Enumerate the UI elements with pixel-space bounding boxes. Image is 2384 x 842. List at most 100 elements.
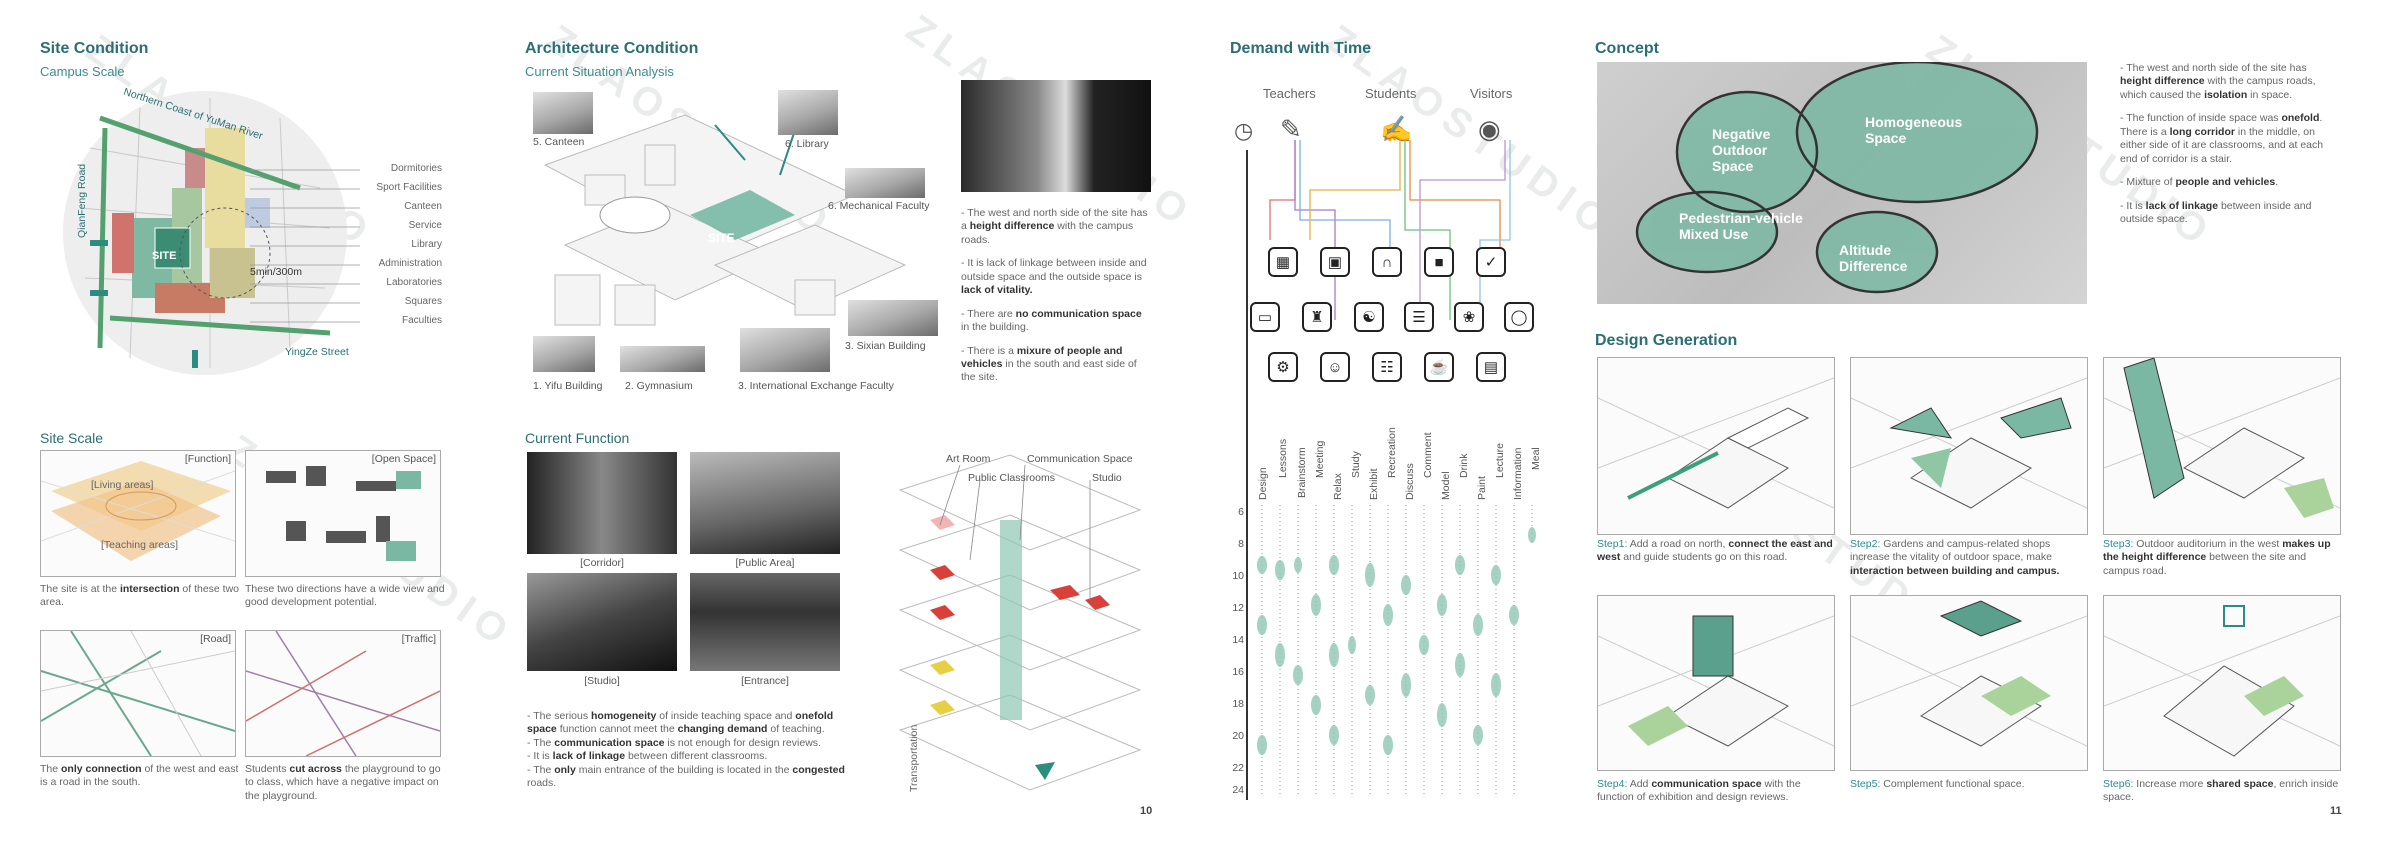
discuss-icon: ☯ <box>1354 302 1384 332</box>
traffic-diagram <box>245 630 441 757</box>
current-function-notes: - The serious homogeneity of inside teac… <box>527 710 857 791</box>
group-students: Students <box>1365 86 1417 101</box>
road-caption: The only connection of the west and east… <box>40 763 240 790</box>
design-icon: ▦ <box>1268 247 1298 277</box>
concept-note-3: - Mixture of people and vehicles. <box>2120 176 2279 189</box>
map-label-road-bottom: YingZe Street <box>285 346 349 358</box>
activity-lecture: Lecture <box>1494 442 1506 478</box>
traffic-caption-post: the playground to go to class, which hav… <box>245 763 441 802</box>
legend-squares: Squares <box>404 296 442 307</box>
step4-caption: Step4: Add communication space with the … <box>1597 778 1801 804</box>
hour-22: 22 <box>1232 762 1244 774</box>
road-caption-bold: only connection <box>61 763 142 775</box>
legend-canteen: Canteen <box>404 201 442 212</box>
model-icon: ▤ <box>1476 352 1506 382</box>
students-icon: ✍ <box>1380 114 1413 144</box>
corridor-photo <box>527 452 677 554</box>
entrance-photo <box>690 573 840 671</box>
concept-note-4: - It is lack of linkage between inside a… <box>2120 199 2312 225</box>
canteen-label: 5. Canteen <box>533 136 585 148</box>
site-scale-road-panel: [Road] <box>40 630 236 757</box>
axo-site-tag: SITE <box>708 231 735 245</box>
legend-service: Service <box>408 220 442 231</box>
step6-panel <box>2103 595 2341 771</box>
diagram-label-art-room: Art Room <box>946 453 991 465</box>
page-number-left: 10 <box>1140 805 1153 817</box>
clock-icon: ◷ <box>1234 118 1254 143</box>
activity-meeting: Meeting <box>1314 440 1326 478</box>
hour-6: 6 <box>1238 506 1244 518</box>
site-scale-title: Site Scale <box>40 430 104 446</box>
map-label-road-left: QianFeng Road <box>76 163 88 238</box>
headphones-icon: ∩ <box>1372 247 1402 277</box>
mechanical-thumb <box>845 168 925 198</box>
activity-brainstorm: Brainstorm <box>1296 447 1308 498</box>
info-icon: ✓ <box>1476 247 1506 277</box>
canteen-thumb <box>533 92 593 134</box>
road-diagram <box>40 630 236 757</box>
function-diagram <box>40 461 236 561</box>
concept-note-1: - The west and north side of the site ha… <box>2120 62 2316 101</box>
activity-model: Model <box>1440 471 1452 500</box>
architecture-condition-title: Architecture Condition <box>525 40 699 57</box>
public-area-caption: [Public Area] <box>735 557 795 569</box>
step1-svg <box>1597 377 1835 509</box>
activity-exhibit: Exhibit <box>1368 468 1380 500</box>
activity-lessons: Lessons <box>1277 438 1289 478</box>
bubble-negative-outdoor: Negative Outdoor Space <box>1712 126 1771 174</box>
hour-20: 20 <box>1232 730 1244 742</box>
step1-panel <box>1597 357 1835 535</box>
bubble-pedestrian-vehicle: Pedestrian-vehicle Mixed Use <box>1679 210 1803 242</box>
sixian-label: 3. Sixian Building <box>845 340 926 352</box>
function-note-3: - It is lack of linkage between differen… <box>527 750 768 763</box>
gymnasium-thumb <box>620 346 705 372</box>
sixian-thumb <box>848 300 938 336</box>
step3-svg <box>2103 357 2341 518</box>
activity-bars <box>1257 505 1536 795</box>
step3-label: Step3: <box>2103 538 2134 550</box>
campus-road-photo <box>961 80 1151 192</box>
arch-note-2: - It is lack of linkage between inside a… <box>961 257 1147 297</box>
site-scale-open-space-panel: [Open Space] <box>245 450 441 577</box>
hour-8: 8 <box>1238 538 1244 550</box>
activity-recreation: Recreation <box>1386 427 1398 478</box>
step3-caption: Step3: Outdoor auditorium in the west ma… <box>2103 538 2331 577</box>
site-scale-traffic-panel: [Traffic] <box>245 630 441 757</box>
arch-note-3: - There are no communication space in th… <box>961 307 1142 334</box>
traffic-panel-label: [Traffic] <box>401 633 436 645</box>
road-caption-post: of the west and east is a road in the so… <box>40 763 239 789</box>
legend-administration: Administration <box>378 258 442 269</box>
function-note-4: - The only main entrance of the building… <box>527 763 845 790</box>
road-panel-label: [Road] <box>200 633 231 645</box>
axonometric-campus: SITE <box>525 85 945 385</box>
function-note-1: - The serious homogeneity of inside teac… <box>527 710 834 736</box>
function-caption: The site is at the intersection of these… <box>40 583 240 610</box>
mechanical-label: 6. Mechanical Faculty <box>828 200 930 212</box>
diagram-label-public-classrooms: Public Classrooms <box>968 472 1055 484</box>
screen-icon: ▭ <box>1250 302 1280 332</box>
campus-map: Northern Coast of YuMan River QianFeng R… <box>60 86 350 378</box>
drink-icon: ☕ <box>1424 352 1454 382</box>
step2-svg <box>1850 377 2088 509</box>
step5-label: Step5: <box>1850 778 1881 790</box>
traffic-caption-bold: cut across <box>289 763 342 775</box>
stack-icon: ☰ <box>1404 302 1434 332</box>
study-icon: ☺ <box>1320 352 1350 382</box>
activity-information: Information <box>1512 447 1524 500</box>
traffic-caption-pre: Students <box>245 763 290 775</box>
diagram-label-transportation: Transportation <box>908 724 920 792</box>
group-teachers: Teachers <box>1263 86 1316 101</box>
architecture-notes: - The west and north side of the site ha… <box>961 207 1151 385</box>
lecture-icon: ♜ <box>1302 302 1332 332</box>
legend-leader-lines <box>250 169 360 323</box>
activity-comment: Comment <box>1422 432 1434 478</box>
legend-dormitories: Dormitories <box>390 163 442 174</box>
bubble-homogeneous: Homogeneous Space <box>1865 114 1963 146</box>
studio-caption: [Studio] <box>584 675 620 687</box>
teacher-icon: ✎ <box>1280 114 1302 144</box>
hour-14: 14 <box>1232 634 1244 646</box>
site-condition-subtitle: Campus Scale <box>40 64 125 79</box>
corridor-caption: [Corridor] <box>580 557 624 569</box>
step1-caption: Step1: Add a road on north, connect the … <box>1597 538 1833 564</box>
step4-panel <box>1597 595 1835 771</box>
